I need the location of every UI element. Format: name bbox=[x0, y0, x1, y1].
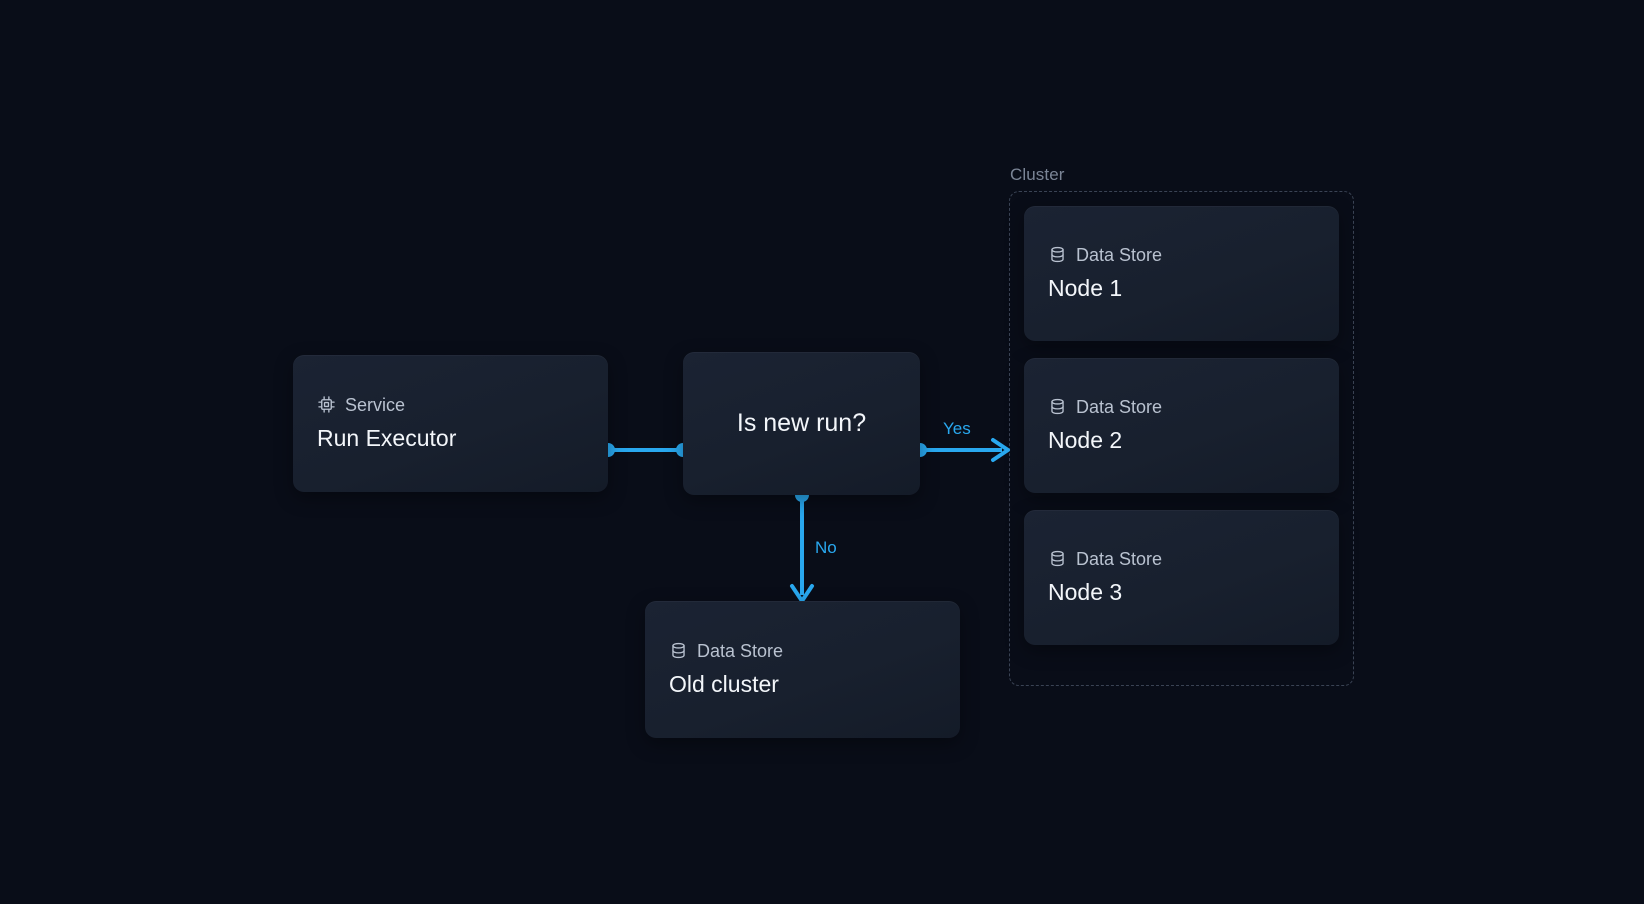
edge-label-yes: Yes bbox=[943, 419, 971, 438]
node-kind-label: Data Store bbox=[1076, 244, 1163, 265]
node-decision-is-new-run[interactable]: Is new run? bbox=[683, 352, 920, 495]
node-kind-row: Data Store bbox=[1048, 397, 1315, 416]
node-title: Run Executor bbox=[317, 425, 457, 452]
node-run-executor[interactable]: Service Run Executor bbox=[293, 355, 608, 492]
node-data-store-node-3[interactable]: Data Store Node 3 bbox=[1024, 510, 1339, 645]
node-title: Old cluster bbox=[669, 671, 779, 698]
node-kind-label: Data Store bbox=[1076, 396, 1163, 417]
cpu-chip-icon bbox=[318, 396, 335, 413]
arrowhead-icon bbox=[790, 584, 814, 603]
node-data-store-node-2[interactable]: Data Store Node 2 bbox=[1024, 358, 1339, 493]
node-title: Node 1 bbox=[1048, 275, 1123, 302]
node-kind-label: Data Store bbox=[697, 640, 784, 661]
edge-decision-to-node2 bbox=[913, 438, 1010, 462]
edge-executor-to-decision bbox=[601, 443, 690, 457]
node-kind-label: Data Store bbox=[1076, 548, 1163, 569]
cluster-group-label: Cluster bbox=[1010, 165, 1065, 184]
database-icon bbox=[1051, 246, 1064, 263]
node-kind-row: Data Store bbox=[1048, 245, 1315, 264]
node-data-store-node-1[interactable]: Data Store Node 1 bbox=[1024, 206, 1339, 341]
node-kind-row: Data Store bbox=[1048, 549, 1315, 568]
node-title: Node 3 bbox=[1048, 579, 1123, 606]
node-old-cluster[interactable]: Data Store Old cluster bbox=[645, 601, 960, 738]
node-kind-row: Service bbox=[317, 395, 584, 414]
node-kind-row: Data Store bbox=[669, 641, 936, 660]
arrowhead-icon bbox=[991, 438, 1010, 462]
node-title: Node 2 bbox=[1048, 427, 1123, 454]
database-icon bbox=[672, 642, 685, 659]
decision-label: Is new run? bbox=[736, 408, 867, 437]
database-icon bbox=[1051, 398, 1064, 415]
node-kind-label: Service bbox=[345, 394, 406, 415]
edge-label-no: No bbox=[815, 538, 837, 557]
database-icon bbox=[1051, 550, 1064, 567]
edge-decision-to-old-cluster bbox=[790, 488, 814, 603]
